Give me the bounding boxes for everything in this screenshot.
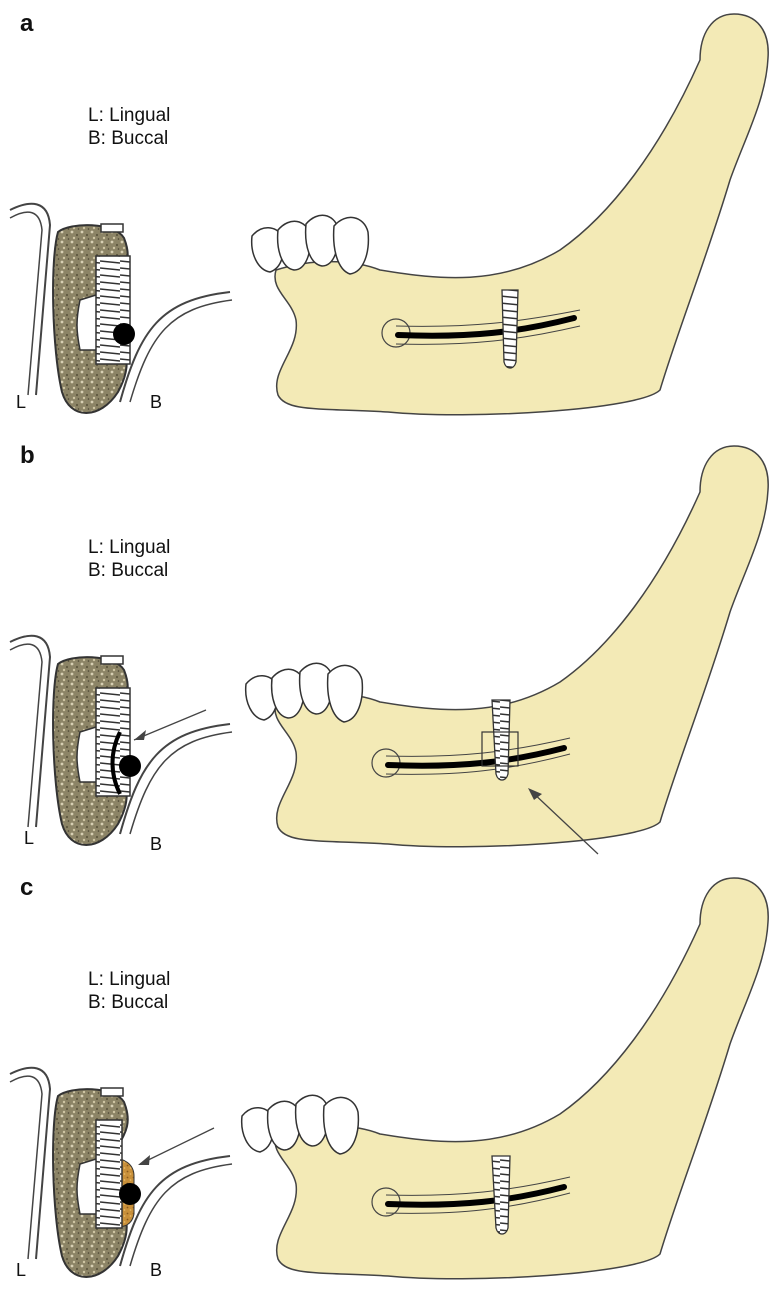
mandible-implant (502, 290, 518, 368)
nerve-cross-section (119, 1183, 141, 1205)
lingual-label: L (24, 828, 34, 849)
panel-c: c L: Lingual B: Buccal L B (0, 864, 778, 1296)
nerve-cross-section (113, 323, 135, 345)
panel-a-drawing (0, 0, 778, 432)
lingual-label: L (16, 392, 26, 413)
buccal-label: B (150, 392, 162, 413)
buccal-label: B (150, 834, 162, 855)
mandible (275, 878, 768, 1279)
implant-abutment (101, 224, 123, 232)
panel-b-drawing (0, 432, 778, 864)
panel-a: a L: Lingual B: Buccal (0, 0, 778, 432)
panel-c-drawing (0, 864, 778, 1296)
implant-screw (96, 256, 130, 364)
mandible (275, 446, 768, 847)
panel-b: b L: Lingual B: Buccal L B (0, 432, 778, 864)
pointer-arrow (140, 1128, 214, 1164)
lingual-label: L (16, 1260, 26, 1281)
implant-screw (96, 1120, 122, 1228)
buccal-label: B (150, 1260, 162, 1281)
nerve-cross-section (119, 755, 141, 777)
mandible (275, 14, 768, 415)
